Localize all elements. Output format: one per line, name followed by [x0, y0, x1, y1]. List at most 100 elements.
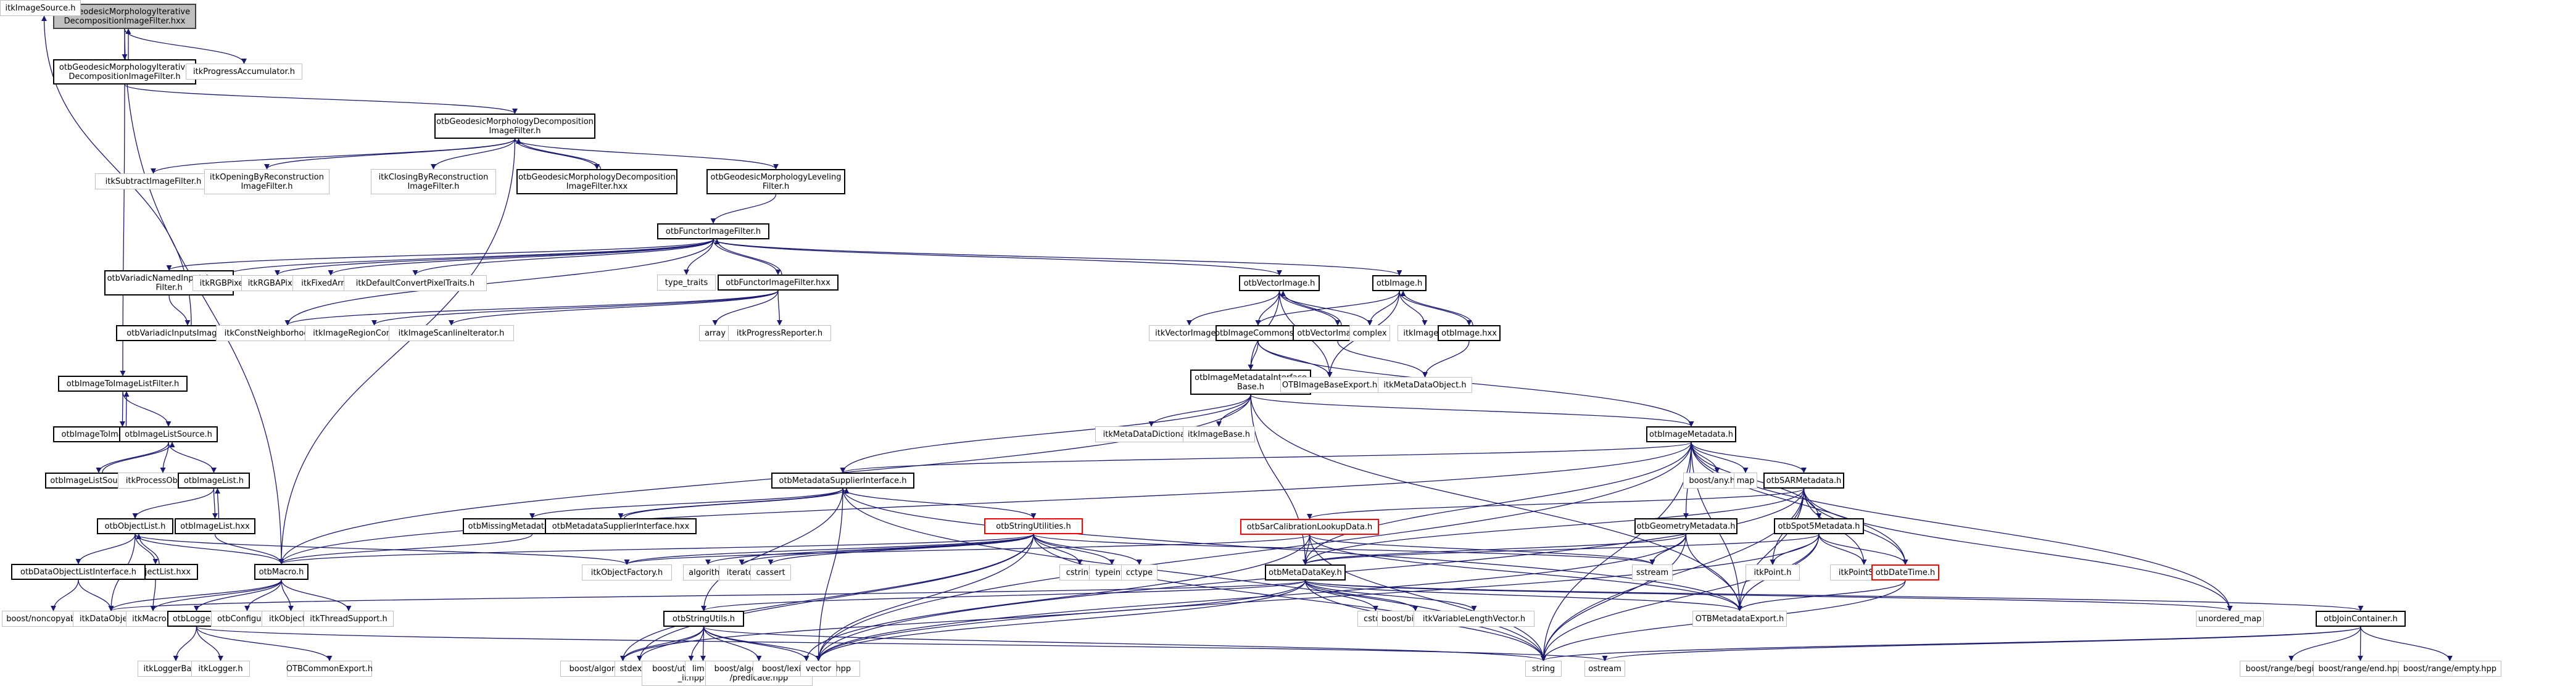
edge-imgmeta-to-datetime [1691, 442, 1908, 565]
node-joincont[interactable]: otbJoinContainer.h [2316, 611, 2406, 627]
edge-ils_hxx-to-ils_h [102, 442, 175, 473]
edge-functor_hxx-to-scanline [449, 290, 779, 326]
node-imgbaseexp: OTBImageBaseExport.h [1280, 377, 1379, 393]
edge-strutils-to-predicate [703, 626, 762, 661]
node-dolistif[interactable]: otbDataObjectListInterface.h [11, 564, 146, 580]
edge-functor_h-to-functor_hxx [713, 239, 781, 275]
node-mdkey[interactable]: otbMetaDataKey.h [1265, 564, 1346, 581]
node-spot5[interactable]: otbSpot5Metadata.h [1774, 518, 1864, 534]
edge-logger-to-ostream [196, 626, 1607, 661]
edge-mdkey-to-algstring [620, 580, 1306, 661]
edge-itl_hxx-to-itl_h [123, 391, 130, 427]
node-functor-hxx[interactable]: otbFunctorImageFilter.hxx [718, 275, 839, 291]
edge-root-to-progacc [124, 28, 247, 64]
edge-otbmacro-to-threadsup [281, 579, 352, 611]
edge-vecimg_hxx-to-vecimg_h [1280, 291, 1342, 326]
edge-mdkey-to-bimap [1304, 580, 1418, 611]
edge-gmdif_h-to-subtract [151, 138, 516, 174]
node-root[interactable]: otbGeodesicMorphologyIterative Decomposi… [53, 4, 196, 29]
edge-imgmeta-to-string [1540, 442, 1692, 661]
edge-dolistif-to-noncopy [50, 579, 79, 611]
edge-otbimg_h-to-otbimg_hxx [1399, 291, 1472, 326]
edge-spot5-to-vector [816, 534, 1820, 661]
edge-imgmeta-to-msi_h [840, 442, 1692, 473]
edge-logger-to-commonexp [196, 626, 333, 661]
node-datetime[interactable]: otbDateTime.h [1871, 564, 1939, 581]
node-itklogger: itkLogger.h [191, 661, 250, 677]
node-functor-h[interactable]: otbFunctorImageFilter.h [657, 223, 769, 239]
edge-strutil-to-string [1033, 534, 1546, 661]
node-imglist-hxx[interactable]: otbImageList.hxx [175, 518, 255, 534]
node-unordmap: unordered_map [2196, 611, 2264, 627]
edge-varnamed-to-varinputs [168, 295, 191, 326]
edge-gmdif_hxx-to-gmdif_h [515, 138, 602, 170]
edge-imgmeta-to-unordmap [1691, 442, 2233, 611]
edge-vecimg_h-to-complex [1278, 291, 1373, 326]
edge-imglist_h-to-imglist_hxx [212, 488, 218, 519]
edge-mdkey-to-cstdio [1304, 580, 1379, 611]
edge-strutils-to-limits [700, 626, 706, 661]
node-closerec: itkClosingByReconstruction ImageFilter.h [371, 169, 496, 194]
node-threadsup: itkThreadSupport.h [304, 611, 394, 627]
node-objlist-h[interactable]: otbObjectList.h [97, 518, 173, 534]
edge-logger-to-loggerbase [173, 626, 197, 661]
node-array: array [699, 325, 731, 341]
edge-mdkey-to-strutils [701, 580, 1306, 611]
edge-msi_h-to-strutil [842, 488, 1037, 519]
edge-msi_h-to-missing [529, 488, 843, 519]
edge-functor_hxx-to-progrep [776, 290, 783, 326]
edge-functor_hxx-to-constneigh [284, 290, 779, 326]
edge-imgmeta-to-mdkey [1302, 442, 1692, 565]
edge-geommeta-to-vector [816, 534, 1687, 661]
edge-ils_h-to-imglist_h [168, 442, 217, 473]
edge-mdkey-to-joincont [1304, 580, 2363, 611]
edge-sarmeta-to-sarcal [1307, 488, 1805, 519]
node-geommeta[interactable]: otbGeometryMetadata.h [1634, 518, 1737, 534]
edge-vecimg_h-to-vecimg_hxx [1278, 291, 1341, 326]
node-imgcommons[interactable]: otbImageCommons.h [1215, 325, 1301, 341]
node-imgsource: itkImageSource.h [0, 0, 81, 16]
node-otbimg-hxx[interactable]: otbImage.hxx [1438, 325, 1501, 341]
edge-otbmacro-to-configure [244, 579, 282, 611]
edge-msi_h-to-string [842, 488, 1546, 661]
node-varlen: itkVariableLengthVector.h [1414, 611, 1534, 627]
edge-geommeta-to-string [1540, 534, 1687, 661]
node-gmdif-hxx[interactable]: otbGeodesicMorphologyDecomposition Image… [516, 169, 677, 194]
edge-imgmeta-to-vector [816, 442, 1692, 661]
edge-sarmeta-to-metaexp [1736, 488, 1805, 611]
edge-objlist_h-to-otbmacro [135, 534, 284, 564]
edge-functor_h-to-defconv [412, 239, 714, 276]
node-otbmacro[interactable]: otbMacro.h [254, 564, 309, 580]
edge-gmdif_h-to-closerec [430, 138, 516, 170]
node-strutils[interactable]: otbStringUtils.h [663, 611, 744, 627]
edge-imgmeta-to-otbmacro [278, 442, 1692, 564]
node-ostream: ostream [1584, 661, 1625, 677]
node-imgmeta[interactable]: otbImageMetadata.h [1646, 426, 1736, 442]
edge-imgcommons-to-imgmeta [1257, 341, 1694, 427]
node-cctype: cctype [1121, 564, 1158, 581]
node-sarmeta[interactable]: otbSARMetadata.h [1763, 473, 1844, 489]
edge-spot5-to-pointset [1818, 534, 1867, 565]
edge-functor_h-to-constneigh [284, 239, 714, 326]
node-imglist-h[interactable]: otbImageList.h [178, 473, 250, 489]
node-sarcal[interactable]: otbSarCalibrationLookupData.h [1240, 519, 1379, 535]
edge-spot5-to-mdkey [1302, 534, 1820, 565]
node-ils-h[interactable]: otbImageListSource.h [119, 426, 218, 442]
edge-otbimg_h-to-complex [1367, 291, 1400, 326]
edge-imgcommons-to-imdib [1248, 341, 1259, 370]
node-metaexp: OTBMetadataExport.h [1692, 611, 1787, 627]
node-otbimg-h[interactable]: otbImage.h [1372, 275, 1427, 291]
node-gmdif-h[interactable]: otbGeodesicMorphologyDecomposition Image… [434, 114, 595, 139]
node-gmidif-h[interactable]: otbGeodesicMorphologyIterative Decomposi… [53, 59, 196, 85]
edge-datetime-to-metaexp [1737, 580, 1906, 611]
node-strutil[interactable]: otbStringUtilities.h [984, 518, 1083, 534]
node-gmlev[interactable]: otbGeodesicMorphologyLeveling Filter.h [706, 169, 845, 194]
node-msi-hxx[interactable]: otbMetadataSupplierInterface.hxx [545, 518, 697, 534]
edge-functor_hxx-to-regconst [371, 290, 779, 326]
edge-joincont-to-string [1541, 626, 2361, 661]
edge-strutil-to-otbmacro [278, 534, 1034, 564]
node-itl-h[interactable]: otbImageToImageListFilter.h [58, 376, 188, 392]
edge-sarcal-to-string [1309, 534, 1547, 661]
node-msi-h[interactable]: otbMetadataSupplierInterface.h [771, 473, 914, 489]
node-vecimg-h[interactable]: otbVectorImage.h [1239, 275, 1320, 291]
